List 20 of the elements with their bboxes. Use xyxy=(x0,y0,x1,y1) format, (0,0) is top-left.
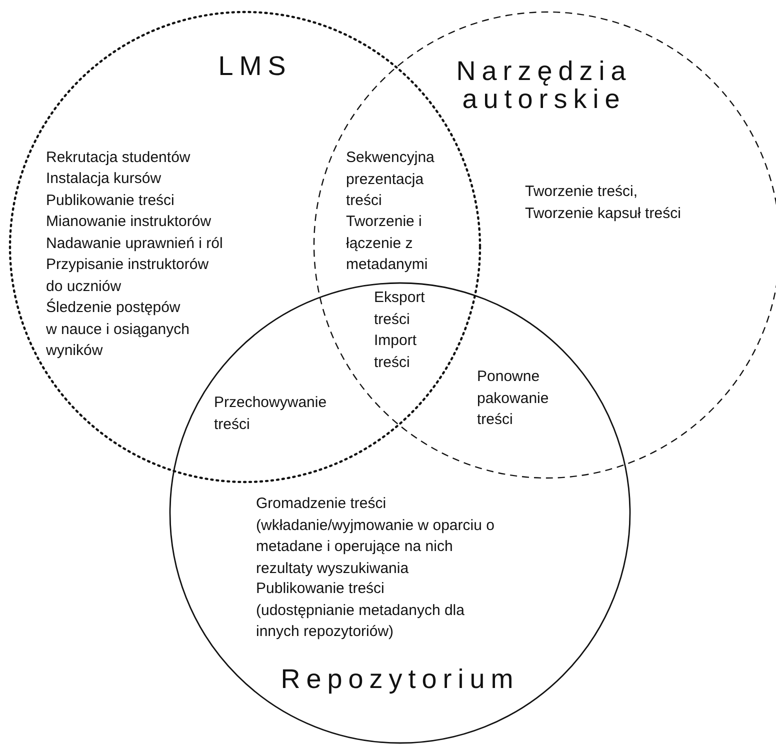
region-text: Ponowne pakowanie treści xyxy=(477,367,550,430)
set-title: Narzędzia autorskie xyxy=(455,57,633,114)
region-text: Publikowanie treści xyxy=(46,191,176,211)
region-text: Sekwencyjna prezentacja treści xyxy=(346,148,436,211)
region-text: Gromadzenie treści (wkładanie/wyjmowanie w oparciu o metadane i operujące na nich rezultaty wyszukiwania xyxy=(256,494,496,578)
set-title: LMS xyxy=(217,52,293,80)
region-text: Śledzenie postępów w nauce i osiąganych wyników xyxy=(46,298,190,361)
region-text: Tworzenie kapsuł treści xyxy=(525,204,682,224)
region-text: Instalacja kursów xyxy=(46,169,162,189)
set-title: Repozytorium xyxy=(280,665,520,694)
region-text: Mianowanie instruktorów xyxy=(46,212,212,232)
region-text: Nadawanie uprawnień i ról xyxy=(46,234,224,254)
region-text: Przechowywanie treści xyxy=(214,393,328,434)
region-text: Przypisanie instruktorów do uczniów xyxy=(46,255,210,296)
region-text: Tworzenie i łączenie z metadanymi xyxy=(346,212,429,275)
region-text: Rekrutacja studentów xyxy=(46,148,192,168)
region-text: Publikowanie treści (udostępnianie metadanych dla innych repozytoriów) xyxy=(256,579,466,642)
region-text: Tworzenie treści, xyxy=(525,182,639,202)
region-text: Eksport treści xyxy=(374,288,426,330)
region-text: Import treści xyxy=(374,331,418,372)
